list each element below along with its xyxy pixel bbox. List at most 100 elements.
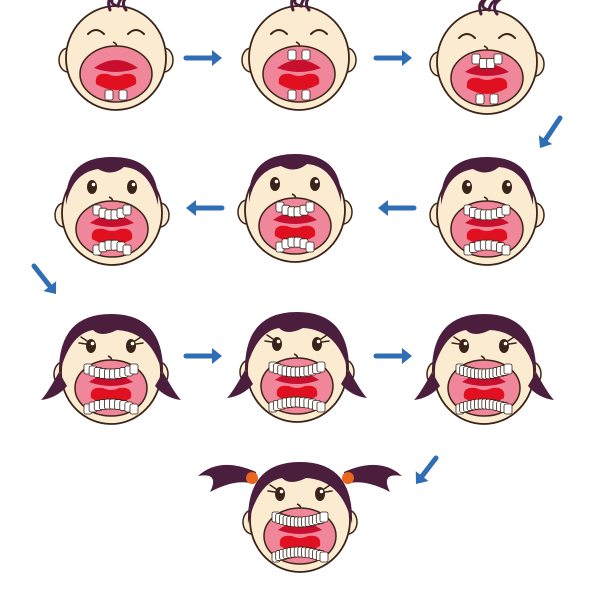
tooth [129, 363, 139, 375]
eye-highlight [90, 341, 95, 346]
hair-flip-left [41, 372, 67, 400]
eye-highlight [506, 182, 511, 187]
blue-arrow-icon [415, 455, 439, 484]
arrow-shaft [31, 263, 53, 289]
tooth [319, 511, 329, 523]
eyelashes [451, 336, 461, 345]
arrow-head [212, 348, 222, 364]
blue-arrow-icon [373, 348, 412, 364]
eye-highlight [503, 341, 508, 346]
eye-left [270, 177, 280, 191]
arrow-shaft [543, 115, 563, 143]
eye-highlight [130, 341, 135, 346]
hair-flip-right [528, 372, 554, 400]
tooth [301, 49, 311, 61]
eye-highlight [316, 339, 321, 344]
eye-highlight [466, 182, 471, 187]
face-stage-6 [429, 157, 545, 266]
tongue [274, 225, 316, 242]
tooth [489, 93, 499, 105]
eye-right-closed [127, 29, 145, 35]
tooth [471, 53, 481, 65]
arrow-head [402, 50, 412, 66]
hair-short [440, 157, 534, 205]
eye-left-closed [270, 29, 288, 35]
hair-bangs [58, 314, 164, 376]
tooth [118, 89, 128, 101]
eye-highlight [314, 179, 319, 184]
eyelashes [507, 336, 517, 345]
eyelashes [320, 334, 330, 343]
face-stage-3 [429, 0, 545, 115]
eye-highlight [276, 339, 281, 344]
arrow-shaft [419, 455, 439, 479]
face-stage-9 [414, 314, 554, 425]
face-stage-5 [237, 154, 353, 263]
tooth [122, 244, 132, 256]
tooth [503, 403, 513, 415]
hair-bangs [247, 462, 353, 524]
mouth [79, 45, 153, 103]
hair-tie-right [342, 472, 354, 484]
eye-right [502, 180, 512, 194]
pigtail-left [198, 464, 256, 492]
tooth [122, 204, 132, 216]
hair-tuft [290, 0, 311, 12]
eyelashes [267, 484, 277, 493]
eye-left-closed [87, 29, 105, 35]
blue-arrow-icon [378, 200, 417, 216]
tooth [305, 201, 315, 213]
hair-flip-right [341, 370, 367, 398]
blue-arrow-icon [538, 115, 563, 148]
tooth [475, 93, 485, 105]
arrow-head [415, 471, 429, 484]
hair-flip-left [414, 372, 440, 400]
tooth [503, 363, 513, 375]
arrow-head [538, 135, 553, 148]
eye-left-closed [458, 33, 476, 39]
tooth [316, 401, 326, 413]
tongue [95, 73, 137, 90]
tooth [319, 551, 329, 563]
eye-highlight [463, 341, 468, 346]
tongue [278, 73, 320, 90]
hair-bangs [431, 314, 537, 376]
face-stage-7 [41, 314, 181, 425]
palate [277, 60, 321, 72]
eyelashes [134, 336, 144, 345]
eye-highlight [131, 182, 136, 187]
hair-flip-right [155, 372, 181, 400]
eyelashes [264, 334, 274, 343]
mouth [450, 49, 524, 107]
mouth [262, 45, 336, 103]
tongue [466, 77, 508, 94]
eye-right [310, 177, 320, 191]
tooth [316, 361, 326, 373]
eye-left [462, 180, 472, 194]
tooth [493, 53, 503, 65]
eyelashes [323, 484, 333, 493]
blue-arrow-icon [183, 50, 222, 66]
tooth [104, 89, 114, 101]
arrow-head [402, 348, 412, 364]
tooth [129, 403, 139, 415]
hair-tuft [107, 0, 128, 12]
hair-bangs [244, 312, 350, 374]
face-stage-4 [54, 157, 170, 266]
tooth [305, 241, 315, 253]
eye-highlight [91, 182, 96, 187]
blue-arrow-icon [183, 348, 222, 364]
face-stage-2 [241, 0, 357, 111]
face-stage-10 [198, 462, 402, 573]
tooth [501, 204, 511, 216]
hair-short [248, 154, 342, 202]
arrow-head [212, 50, 222, 66]
hair-tie-left [246, 472, 258, 484]
eye-left [87, 180, 97, 194]
eye-right [127, 180, 137, 194]
tooth [501, 244, 511, 256]
blue-arrow-icon [31, 263, 57, 294]
hair-tuft [478, 0, 502, 16]
tooth [287, 49, 297, 61]
